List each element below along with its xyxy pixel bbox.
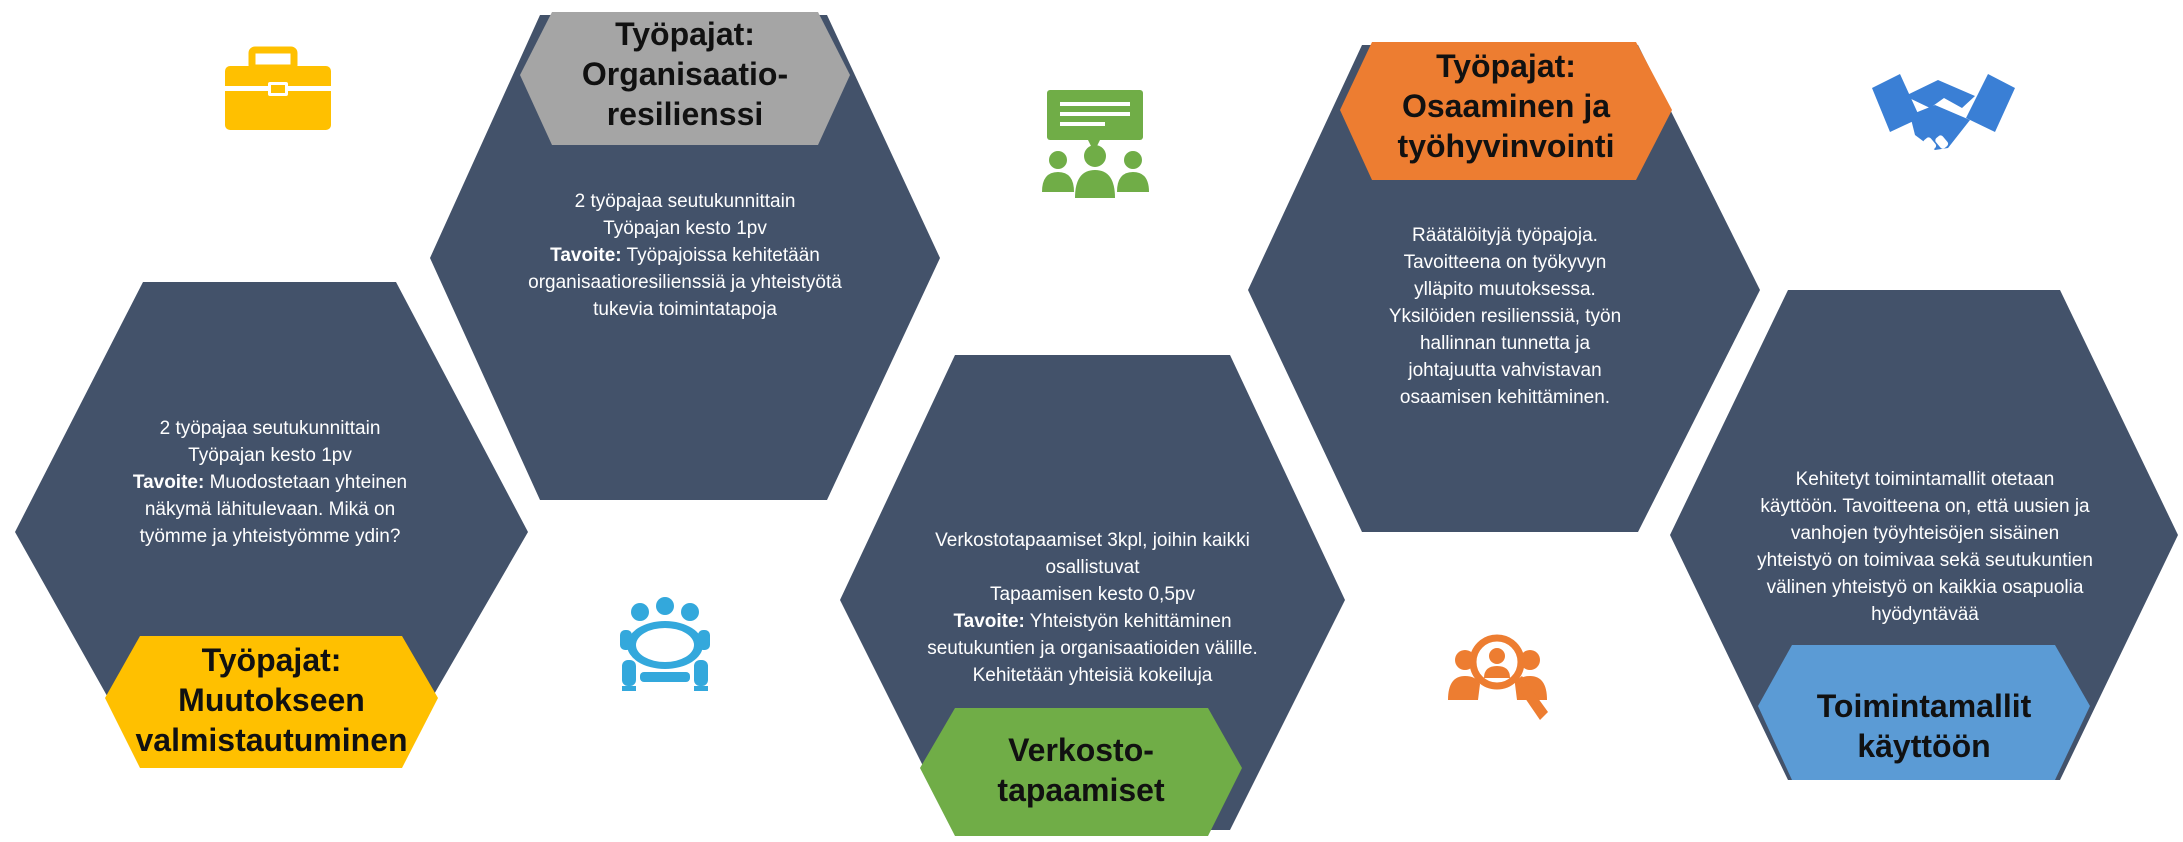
title-verkosto: Verkosto- tapaamiset	[997, 732, 1165, 808]
title-hex-osaaminen	[1340, 42, 1672, 180]
search-people-icon	[1448, 634, 1548, 720]
handshake-icon	[1872, 74, 2015, 151]
body-organisaatio: 2 työpajaa seutukunnittain Työpajan kest…	[528, 191, 842, 320]
body-osaaminen: Räätälöityjä työpajoja. Tavoitteena on t…	[1388, 225, 1622, 408]
title-organisaatio: Työpajat: Organisaatio- resilienssi	[581, 16, 789, 132]
title-hex-toiminta	[1758, 645, 2090, 780]
title-osaaminen: Työpajat: Osaaminen ja työhyvinvointi	[1397, 48, 1615, 164]
title-hex-organisaatio	[520, 12, 850, 145]
title-hex-verkosto	[920, 708, 1242, 836]
title-muutos: Työpajat: Muutokseen valmistautuminen	[135, 642, 408, 758]
title-hex-muutos	[105, 636, 438, 768]
body-muutos: 2 työpajaa seutukunnittain Työpajan kest…	[132, 418, 408, 547]
title-toiminta: Toimintamallit käyttöön	[1816, 688, 2032, 764]
feedback-group-icon	[1042, 90, 1149, 198]
meeting-table-icon	[620, 597, 710, 691]
body-toiminta: Kehitetyt toimintamallit otetaan käyttöö…	[1757, 469, 2093, 625]
briefcase-icon	[225, 46, 331, 130]
body-verkosto: Verkostotapaamiset 3kpl, joihin kaikki o…	[927, 530, 1258, 686]
